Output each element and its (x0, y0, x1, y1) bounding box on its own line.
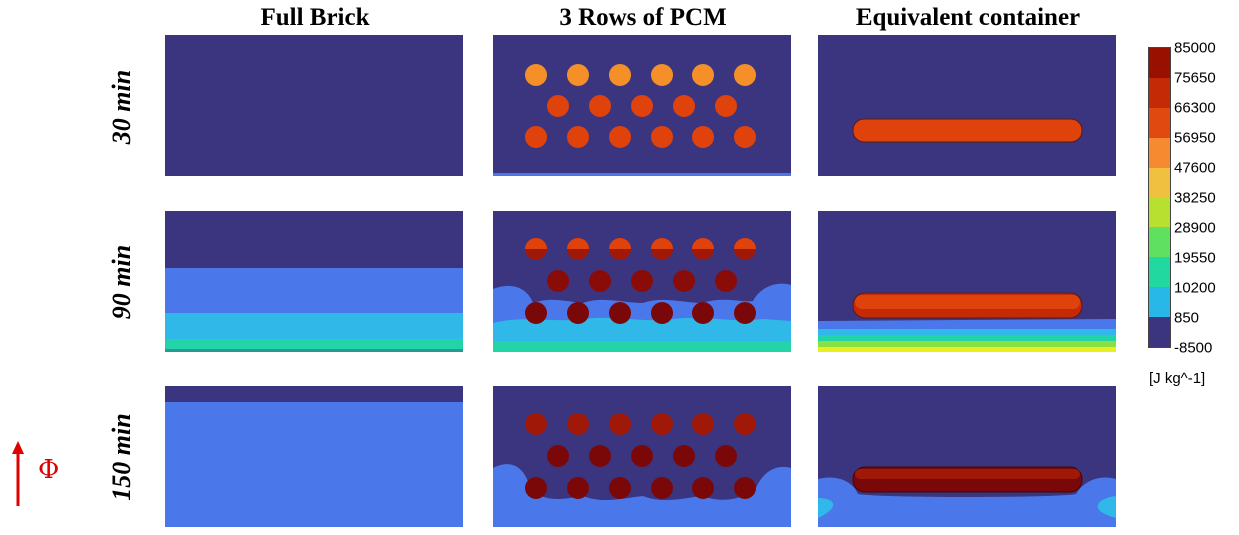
colorbar-tick-label: 56950 (1174, 129, 1216, 147)
panel-full-brick-30min (165, 35, 463, 176)
colorbar-tick-label: 28900 (1174, 219, 1216, 237)
colorbar-band-4 (1149, 167, 1170, 198)
panel-pcm-30min (493, 35, 791, 176)
colorbar-tick-label: -8500 (1174, 339, 1213, 357)
heat-flux-label: Φ (38, 455, 60, 485)
row-label-30min: 30 min (107, 69, 136, 145)
panel-full-brick-90min (165, 211, 463, 352)
colorbar-band-9 (1149, 317, 1170, 347)
colorbar-tick-label: 85000 (1174, 39, 1216, 57)
panel-equivalent-90min (818, 211, 1116, 352)
panel-pcm-150min (493, 386, 791, 527)
row-label-150min: 150 min (107, 413, 136, 501)
colorbar-tick-label: 75650 (1174, 69, 1216, 87)
colorbar-tick-label: 47600 (1174, 159, 1216, 177)
column-title-equivalent-container: Equivalent container (855, 4, 1081, 31)
panel-equivalent-30min (818, 35, 1116, 176)
colorbar-band-6 (1149, 227, 1170, 258)
colorbar-tick-label: 19550 (1174, 249, 1216, 267)
colorbar-tick-label: 10200 (1174, 279, 1216, 297)
colorbar-tick-label: 38250 (1174, 189, 1216, 207)
panel-pcm-90min (493, 211, 791, 352)
panel-equivalent-150min (818, 386, 1116, 527)
colorbar-band-1 (1149, 77, 1170, 108)
heat-flux-arrow-icon (8, 438, 78, 508)
colorbar-unit: [J kg^-1] (1149, 370, 1206, 387)
colorbar (1148, 47, 1171, 348)
column-title-3-rows-pcm: 3 Rows of PCM (559, 4, 727, 31)
colorbar-band-0 (1149, 48, 1170, 78)
colorbar-band-7 (1149, 257, 1170, 288)
colorbar-band-2 (1149, 107, 1170, 138)
row-label-90min: 90 min (107, 244, 136, 320)
colorbar-tick-label: 850 (1174, 309, 1200, 327)
colorbar-tick-label: 66300 (1174, 99, 1216, 117)
column-title-full-brick: Full Brick (260, 4, 370, 31)
colorbar-band-3 (1149, 137, 1170, 168)
colorbar-band-8 (1149, 287, 1170, 318)
panel-full-brick-150min (165, 386, 463, 527)
colorbar-band-5 (1149, 197, 1170, 228)
